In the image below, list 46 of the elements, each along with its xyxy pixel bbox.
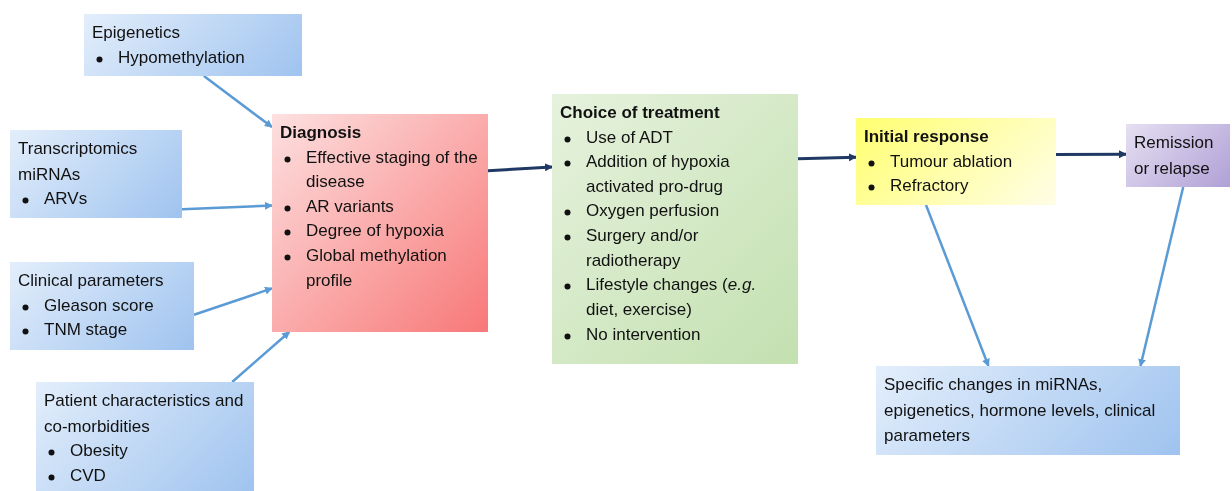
arrow bbox=[231, 331, 291, 383]
bullet-item: Hypomethylation bbox=[118, 47, 245, 67]
bullet-item: Addition of hypoxia activated pro-drug bbox=[586, 152, 730, 196]
text-box bbox=[272, 114, 488, 332]
bullet-item: Obesity bbox=[70, 441, 128, 460]
box-heading: Choice of treatment bbox=[560, 102, 721, 124]
box-heading: Diagnosis bbox=[280, 122, 363, 144]
bullet-item: TNM stage bbox=[44, 320, 128, 340]
arrow bbox=[1138, 186, 1185, 367]
bullet-item: Surgery and/or radiotherapy bbox=[586, 226, 699, 270]
bullet-item: Refractory bbox=[890, 176, 969, 196]
arrow bbox=[1056, 150, 1127, 159]
bullet-item: CVD bbox=[70, 465, 106, 485]
bullet-item: Global methylation profile bbox=[306, 246, 447, 290]
bullet-item: Effective staging of the disease bbox=[306, 147, 478, 192]
text-box bbox=[10, 130, 182, 218]
box-text: Specific changes in miRNAs, epigenetics, hormone levels, clinical parameters bbox=[884, 374, 1157, 447]
box-text: Clinical parameters bbox=[18, 270, 165, 292]
arrow bbox=[797, 153, 857, 162]
bullet-item: AR variants bbox=[306, 196, 394, 216]
arrow bbox=[181, 201, 273, 211]
text-box bbox=[876, 366, 1180, 455]
text-box bbox=[552, 94, 798, 364]
arrow bbox=[193, 286, 273, 316]
bullet-item: No intervention bbox=[586, 324, 701, 344]
box-text: Transcriptomics bbox=[18, 138, 139, 160]
text-box bbox=[10, 262, 194, 350]
bullet-item: ARVs bbox=[44, 189, 88, 208]
box-text: Epigenetics bbox=[92, 22, 181, 44]
box-text: miRNAs bbox=[18, 163, 82, 186]
arrow bbox=[924, 204, 990, 367]
bullet-item: Tumour ablation bbox=[890, 151, 1013, 171]
text-box bbox=[84, 14, 302, 77]
arrow bbox=[487, 163, 553, 173]
bullet-item: Gleason score bbox=[44, 295, 154, 315]
arrow bbox=[203, 75, 273, 129]
bullet-item: Use of ADT bbox=[586, 127, 673, 147]
bullet-item: Oxygen perfusion bbox=[586, 201, 720, 221]
bullet-item: Degree of hypoxia bbox=[306, 221, 444, 241]
text-box bbox=[856, 118, 1056, 205]
box-text: Remission or relapse bbox=[1134, 132, 1215, 180]
text-box bbox=[1126, 124, 1230, 187]
text-box bbox=[36, 382, 254, 491]
box-text: Patient characteristics and co-morbidities bbox=[44, 390, 245, 438]
bullet-item: Lifestyle changes (e.g. diet, exercise) bbox=[586, 275, 757, 319]
box-heading: Initial response bbox=[864, 126, 990, 148]
